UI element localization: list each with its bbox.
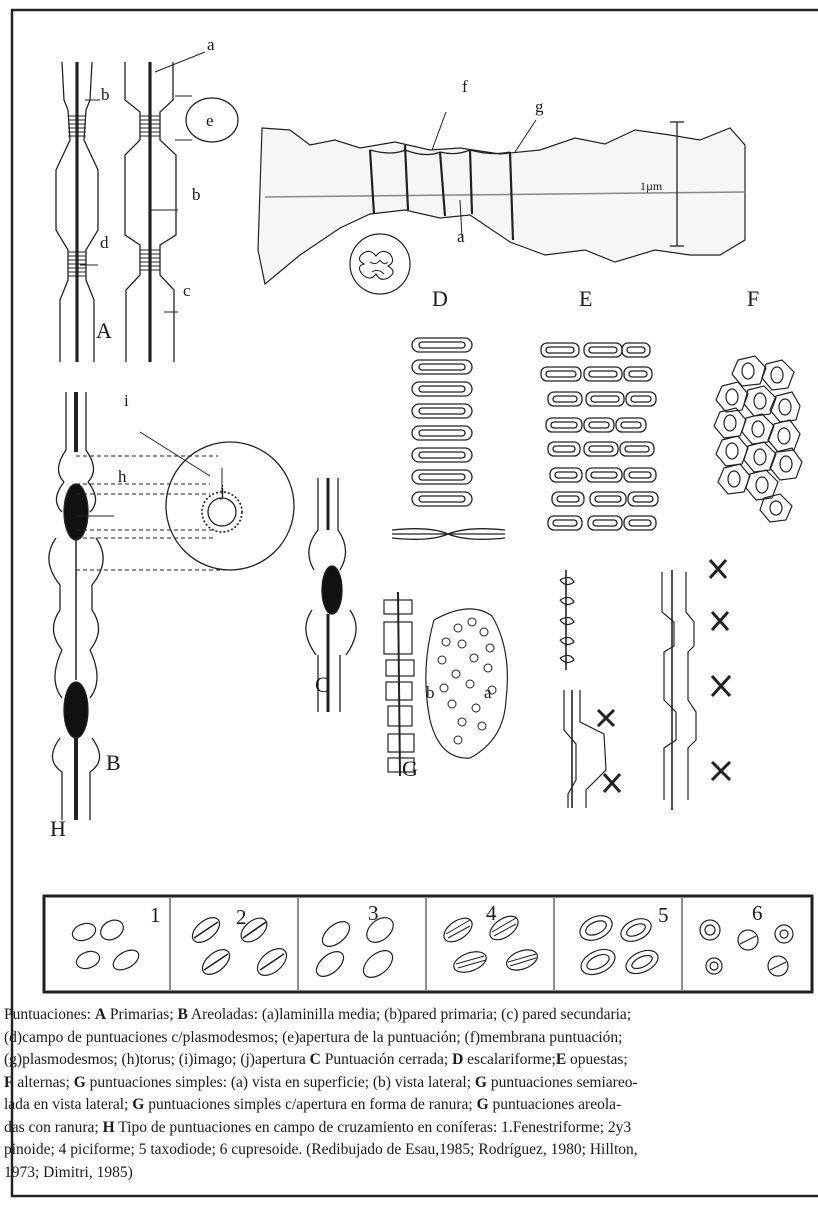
type-label-1: 1 bbox=[150, 903, 161, 927]
caption-bold: B bbox=[178, 1006, 188, 1023]
type-label-6: 6 bbox=[752, 901, 763, 925]
panel-e-drawing bbox=[541, 343, 658, 530]
caption-text: Puntuación cerrada; bbox=[321, 1051, 452, 1068]
panel-b-drawing bbox=[49, 392, 294, 820]
caption-text: Puntuaciones: bbox=[4, 1006, 95, 1023]
caption-line-8: 1973; Dimitri, 1985) bbox=[4, 1162, 816, 1185]
panel-label-h: H bbox=[50, 816, 66, 841]
caption-text: alternas; bbox=[13, 1074, 73, 1091]
label-b-mid: b bbox=[192, 185, 201, 204]
caption-bold: A bbox=[95, 1006, 106, 1023]
caption-line-5: lada en vista lateral; G puntuaciones si… bbox=[4, 1094, 816, 1117]
label-b-g: b bbox=[426, 683, 435, 702]
panel-label-e: E bbox=[579, 286, 592, 311]
panel-slit-pits-drawing bbox=[560, 560, 730, 810]
caption-text: puntuaciones simples c/apertura en forma… bbox=[144, 1096, 476, 1113]
caption-bold: E bbox=[556, 1051, 566, 1068]
label-g: g bbox=[535, 97, 544, 116]
caption-bold: G bbox=[477, 1096, 489, 1113]
type-label-5: 5 bbox=[658, 903, 669, 927]
label-i: i bbox=[124, 391, 129, 410]
label-a-top: a bbox=[207, 35, 215, 54]
caption-text: escalariforme; bbox=[463, 1051, 556, 1068]
panel-label-g: G bbox=[402, 756, 418, 781]
caption-line-6: das con ranura; H Tipo de puntuaciones e… bbox=[4, 1117, 816, 1140]
label-j: j bbox=[219, 481, 225, 500]
caption-text: lada en vista lateral; bbox=[4, 1096, 132, 1113]
label-f: f bbox=[462, 77, 468, 96]
caption-bold: C bbox=[310, 1051, 321, 1068]
caption-line-3: (g)plasmodesmos; (h)torus; (i)imago; (j)… bbox=[4, 1049, 816, 1072]
panel-label-f: F bbox=[747, 286, 759, 311]
panel-label-c: C bbox=[315, 672, 330, 697]
label-scale: 1µm bbox=[640, 179, 663, 193]
caption-text: puntuaciones areola- bbox=[489, 1096, 622, 1113]
label-d-lower: d bbox=[100, 233, 109, 252]
caption-text: das con ranura; bbox=[4, 1119, 103, 1136]
panel-label-a: A bbox=[96, 318, 112, 343]
panel-label-d: D bbox=[432, 286, 448, 311]
label-a-g: a bbox=[484, 683, 492, 702]
caption-text: puntuaciones simples: (a) vista en super… bbox=[86, 1074, 475, 1091]
caption-bold: G bbox=[132, 1096, 144, 1113]
label-e: e bbox=[206, 111, 214, 130]
panel-a-drawing bbox=[56, 52, 238, 362]
type-label-4: 4 bbox=[486, 901, 497, 925]
figure-caption: Puntuaciones: A Primarias; B Areoladas: … bbox=[4, 1004, 816, 1184]
panel-label-b: B bbox=[106, 750, 121, 775]
caption-text: Tipo de puntuaciones en campo de cruzami… bbox=[115, 1119, 632, 1136]
caption-line-2: (d)campo de puntuaciones c/plasmodesmos;… bbox=[4, 1027, 816, 1050]
caption-text: puntuaciones semiareo- bbox=[487, 1074, 638, 1091]
caption-text: Primarias; bbox=[106, 1006, 177, 1023]
caption-line-4: F alternas; G puntuaciones simples: (a) … bbox=[4, 1072, 816, 1095]
label-c: c bbox=[183, 281, 191, 300]
caption-text: opuestas; bbox=[566, 1051, 628, 1068]
caption-bold: H bbox=[103, 1119, 115, 1136]
caption-bold: G bbox=[475, 1074, 487, 1091]
caption-bold: D bbox=[452, 1051, 463, 1068]
caption-line-1: Puntuaciones: A Primarias; B Areoladas: … bbox=[4, 1004, 816, 1027]
label-b-top: b bbox=[101, 85, 110, 104]
caption-line-7: pinoide; 4 piciforme; 5 taxodiode; 6 cup… bbox=[4, 1139, 816, 1162]
caption-text: Areoladas: (a)laminilla media; (b)pared … bbox=[188, 1006, 631, 1023]
panel-c-drawing bbox=[306, 478, 356, 712]
panel-d-drawing bbox=[392, 338, 505, 539]
caption-bold: G bbox=[74, 1074, 86, 1091]
caption-text: (g)plasmodesmos; (h)torus; (i)imago; (j)… bbox=[4, 1051, 310, 1068]
label-a-membrane: a bbox=[457, 227, 465, 246]
type-label-3: 3 bbox=[368, 901, 379, 925]
type-label-2: 2 bbox=[236, 905, 247, 929]
label-h: h bbox=[118, 467, 127, 486]
panel-membrane-drawing bbox=[258, 112, 745, 294]
panel-f-drawing bbox=[714, 356, 802, 522]
